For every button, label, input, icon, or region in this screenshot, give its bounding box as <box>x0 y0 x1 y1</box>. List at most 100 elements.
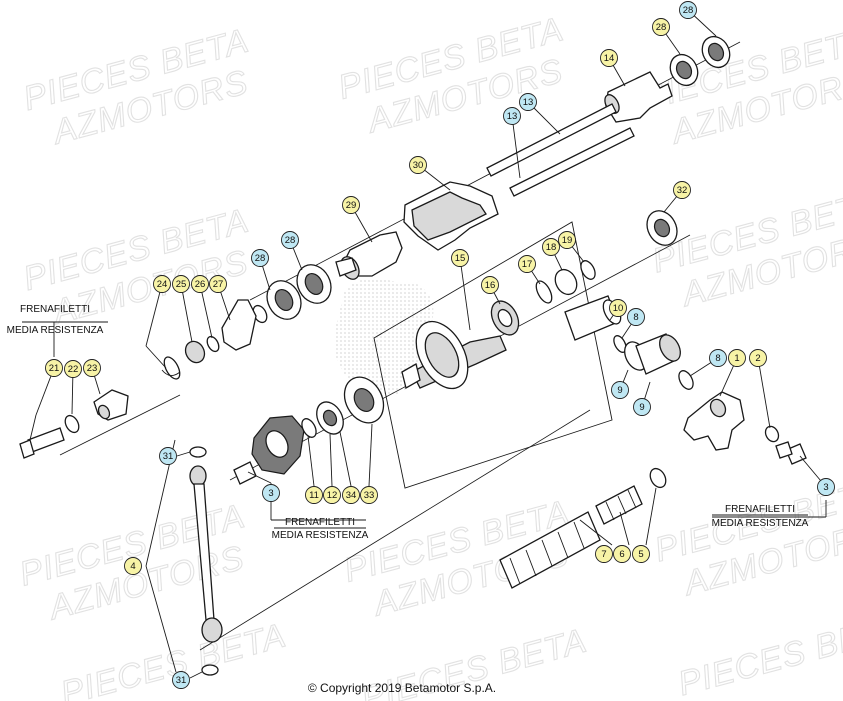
note-bottom-line1: FRENAFILETTI <box>285 517 355 528</box>
callout-label: 28 <box>285 235 296 246</box>
callout-2: 2 <box>749 349 767 367</box>
callout-label: 7 <box>601 549 606 560</box>
ratchet-hub <box>251 415 305 475</box>
callout-3: 3 <box>262 484 280 502</box>
callout-label: 3 <box>823 482 828 493</box>
callout-circle <box>323 486 341 504</box>
callout-32: 32 <box>673 181 691 199</box>
callout-10: 10 <box>609 299 627 317</box>
callout-circle <box>262 484 280 502</box>
callout-11: 11 <box>305 486 323 504</box>
washer-8-right <box>678 370 694 390</box>
callout-15: 15 <box>451 249 469 267</box>
kickstart-lever-1 <box>683 391 745 451</box>
kickstart-shaft-15 <box>401 320 507 390</box>
callout-8: 8 <box>709 349 727 367</box>
callout-circle <box>613 545 631 563</box>
watermark-line1: PIECES BETA <box>57 616 290 701</box>
callout-label: 4 <box>130 561 135 572</box>
callout-29: 29 <box>342 196 360 214</box>
callout-circle <box>558 231 576 249</box>
bushing-9 <box>624 333 681 375</box>
copyright-text: © Copyright 2019 Betamotor S.p.A. <box>308 681 496 695</box>
callout-label: 3 <box>268 488 273 499</box>
callout-18: 18 <box>542 238 560 256</box>
callout-label: 22 <box>68 364 79 375</box>
callout-circle <box>611 381 629 399</box>
callout-22: 22 <box>64 360 82 378</box>
callout-1: 1 <box>728 349 746 367</box>
callout-19: 19 <box>558 231 576 249</box>
spring-24 <box>161 356 181 380</box>
callout-circle <box>673 181 691 199</box>
callout-28: 28 <box>251 249 269 267</box>
callout-label: 21 <box>49 363 60 374</box>
clip-31-top <box>189 446 207 458</box>
gear-16 <box>490 300 520 336</box>
callout-17: 17 <box>518 255 536 273</box>
shift-fork-30 <box>403 181 499 251</box>
callout-31: 31 <box>159 447 177 465</box>
callout-circle <box>679 1 697 19</box>
note-right-line1: FRENAFILETTI <box>725 504 795 515</box>
callout-label: 29 <box>346 200 357 211</box>
callout-circle <box>159 447 177 465</box>
callout-label: 14 <box>604 53 615 64</box>
callout-3: 3 <box>817 478 835 496</box>
gear-assembly-frame <box>373 221 613 489</box>
washer-26 <box>206 335 220 353</box>
callout-33: 33 <box>360 486 378 504</box>
callout-label: 8 <box>633 312 638 323</box>
callout-4: 4 <box>124 557 142 575</box>
callout-12: 12 <box>323 486 341 504</box>
callout-label: 19 <box>562 235 573 246</box>
callout-31: 31 <box>172 671 190 689</box>
bolt-3-right <box>775 441 807 465</box>
leader-lines <box>22 9 827 679</box>
callout-circle <box>518 255 536 273</box>
callout-circle <box>451 249 469 267</box>
linkage-rod-4 <box>189 446 223 676</box>
note-left-line1: FRENAFILETTI <box>20 304 90 315</box>
callout-circle <box>817 478 835 496</box>
callout-27: 27 <box>209 275 227 293</box>
callout-label: 31 <box>176 675 187 686</box>
callout-6: 6 <box>613 545 631 563</box>
callout-circle <box>64 360 82 378</box>
callout-circle <box>342 486 360 504</box>
callout-28: 28 <box>652 18 670 36</box>
callout-26: 26 <box>191 275 209 293</box>
spring-6 <box>595 485 643 525</box>
callout-label: 25 <box>176 279 187 290</box>
callout-label: 33 <box>364 490 375 501</box>
callout-circle <box>503 107 521 125</box>
callout-label: 10 <box>613 303 624 314</box>
callout-label: 24 <box>157 279 168 290</box>
callout-9: 9 <box>611 381 629 399</box>
callout-5: 5 <box>632 545 650 563</box>
callout-circle <box>45 359 63 377</box>
callout-circle <box>595 545 613 563</box>
callout-21: 21 <box>45 359 63 377</box>
callout-13: 13 <box>519 93 537 111</box>
spring-7 <box>499 511 601 589</box>
washer-17 <box>535 280 553 304</box>
callout-label: 9 <box>639 402 644 413</box>
callout-circle <box>481 276 499 294</box>
callout-circle <box>709 349 727 367</box>
bearing-28-top <box>669 35 731 87</box>
spring-guide-5 <box>649 467 667 489</box>
bearing-12 <box>316 401 344 435</box>
callout-circle <box>542 238 560 256</box>
callout-circle <box>172 275 190 293</box>
callout-24: 24 <box>153 275 171 293</box>
callout-circle <box>600 49 618 67</box>
bolt-21 <box>19 427 65 459</box>
callout-circle <box>627 308 645 326</box>
callout-circle <box>83 359 101 377</box>
callout-label: 32 <box>677 185 688 196</box>
callout-16: 16 <box>481 276 499 294</box>
callout-label: 12 <box>327 490 338 501</box>
callout-23: 23 <box>83 359 101 377</box>
